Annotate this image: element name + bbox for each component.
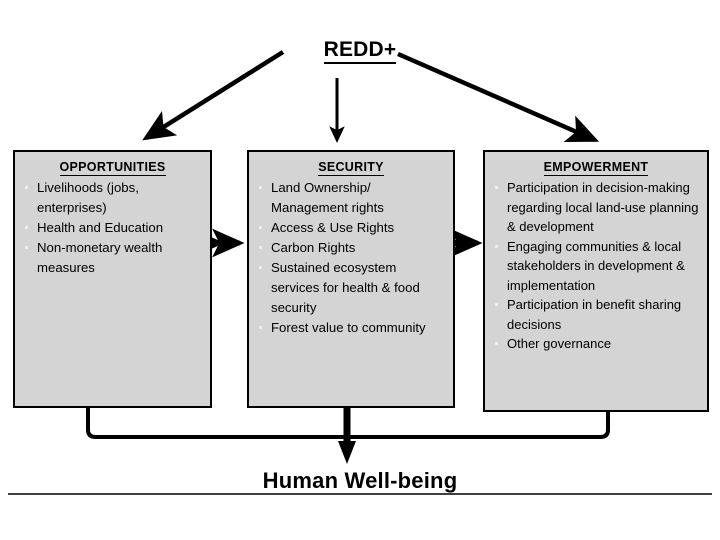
pillar-bullet-list: Livelihoods (jobs, enterprises) Health a… xyxy=(15,178,210,278)
page-title: REDD+ xyxy=(285,38,435,64)
list-item: Participation in decision-making regardi… xyxy=(493,178,701,237)
list-item: Other governance xyxy=(493,334,701,354)
list-item: Carbon Rights xyxy=(257,238,447,258)
list-item: Participation in benefit sharing decisio… xyxy=(493,295,701,334)
pillar-heading: EMPOWERMENT xyxy=(485,160,707,176)
list-item: Engaging communities & local stakeholder… xyxy=(493,237,701,296)
pillar-box-empowerment: EMPOWERMENT Participation in decision-ma… xyxy=(483,150,709,412)
pillar-bullet-list: Land Ownership/ Management rights Access… xyxy=(249,178,453,339)
pillar-heading-text: OPPORTUNITIES xyxy=(59,160,166,176)
page-title-text: REDD+ xyxy=(323,38,397,64)
pillar-heading-text: EMPOWERMENT xyxy=(543,160,649,176)
arrow-redd-to-opportunities xyxy=(142,50,285,141)
pillar-heading: SECURITY xyxy=(249,160,453,176)
list-item: Livelihoods (jobs, enterprises) xyxy=(23,178,204,218)
pillar-heading: OPPORTUNITIES xyxy=(15,160,210,176)
outcome-label: Human Well-being xyxy=(262,468,458,493)
list-item: Forest value to community xyxy=(257,318,447,338)
list-item: Non-monetary wealth measures xyxy=(23,238,204,278)
list-item: Sustained ecosystem services for health … xyxy=(257,258,447,318)
arrow-to-wellbeing xyxy=(338,404,356,464)
pillar-heading-text: SECURITY xyxy=(318,160,384,176)
list-item: Land Ownership/ Management rights xyxy=(257,178,447,218)
pillar-box-opportunities: OPPORTUNITIES Livelihoods (jobs, enterpr… xyxy=(13,150,212,408)
list-item: Health and Education xyxy=(23,218,204,238)
pillar-bullet-list: Participation in decision-making regardi… xyxy=(485,178,707,354)
pillar-box-security: SECURITY Land Ownership/ Management righ… xyxy=(247,150,455,408)
arrow-redd-to-empowerment xyxy=(397,51,600,143)
list-item: Access & Use Rights xyxy=(257,218,447,238)
